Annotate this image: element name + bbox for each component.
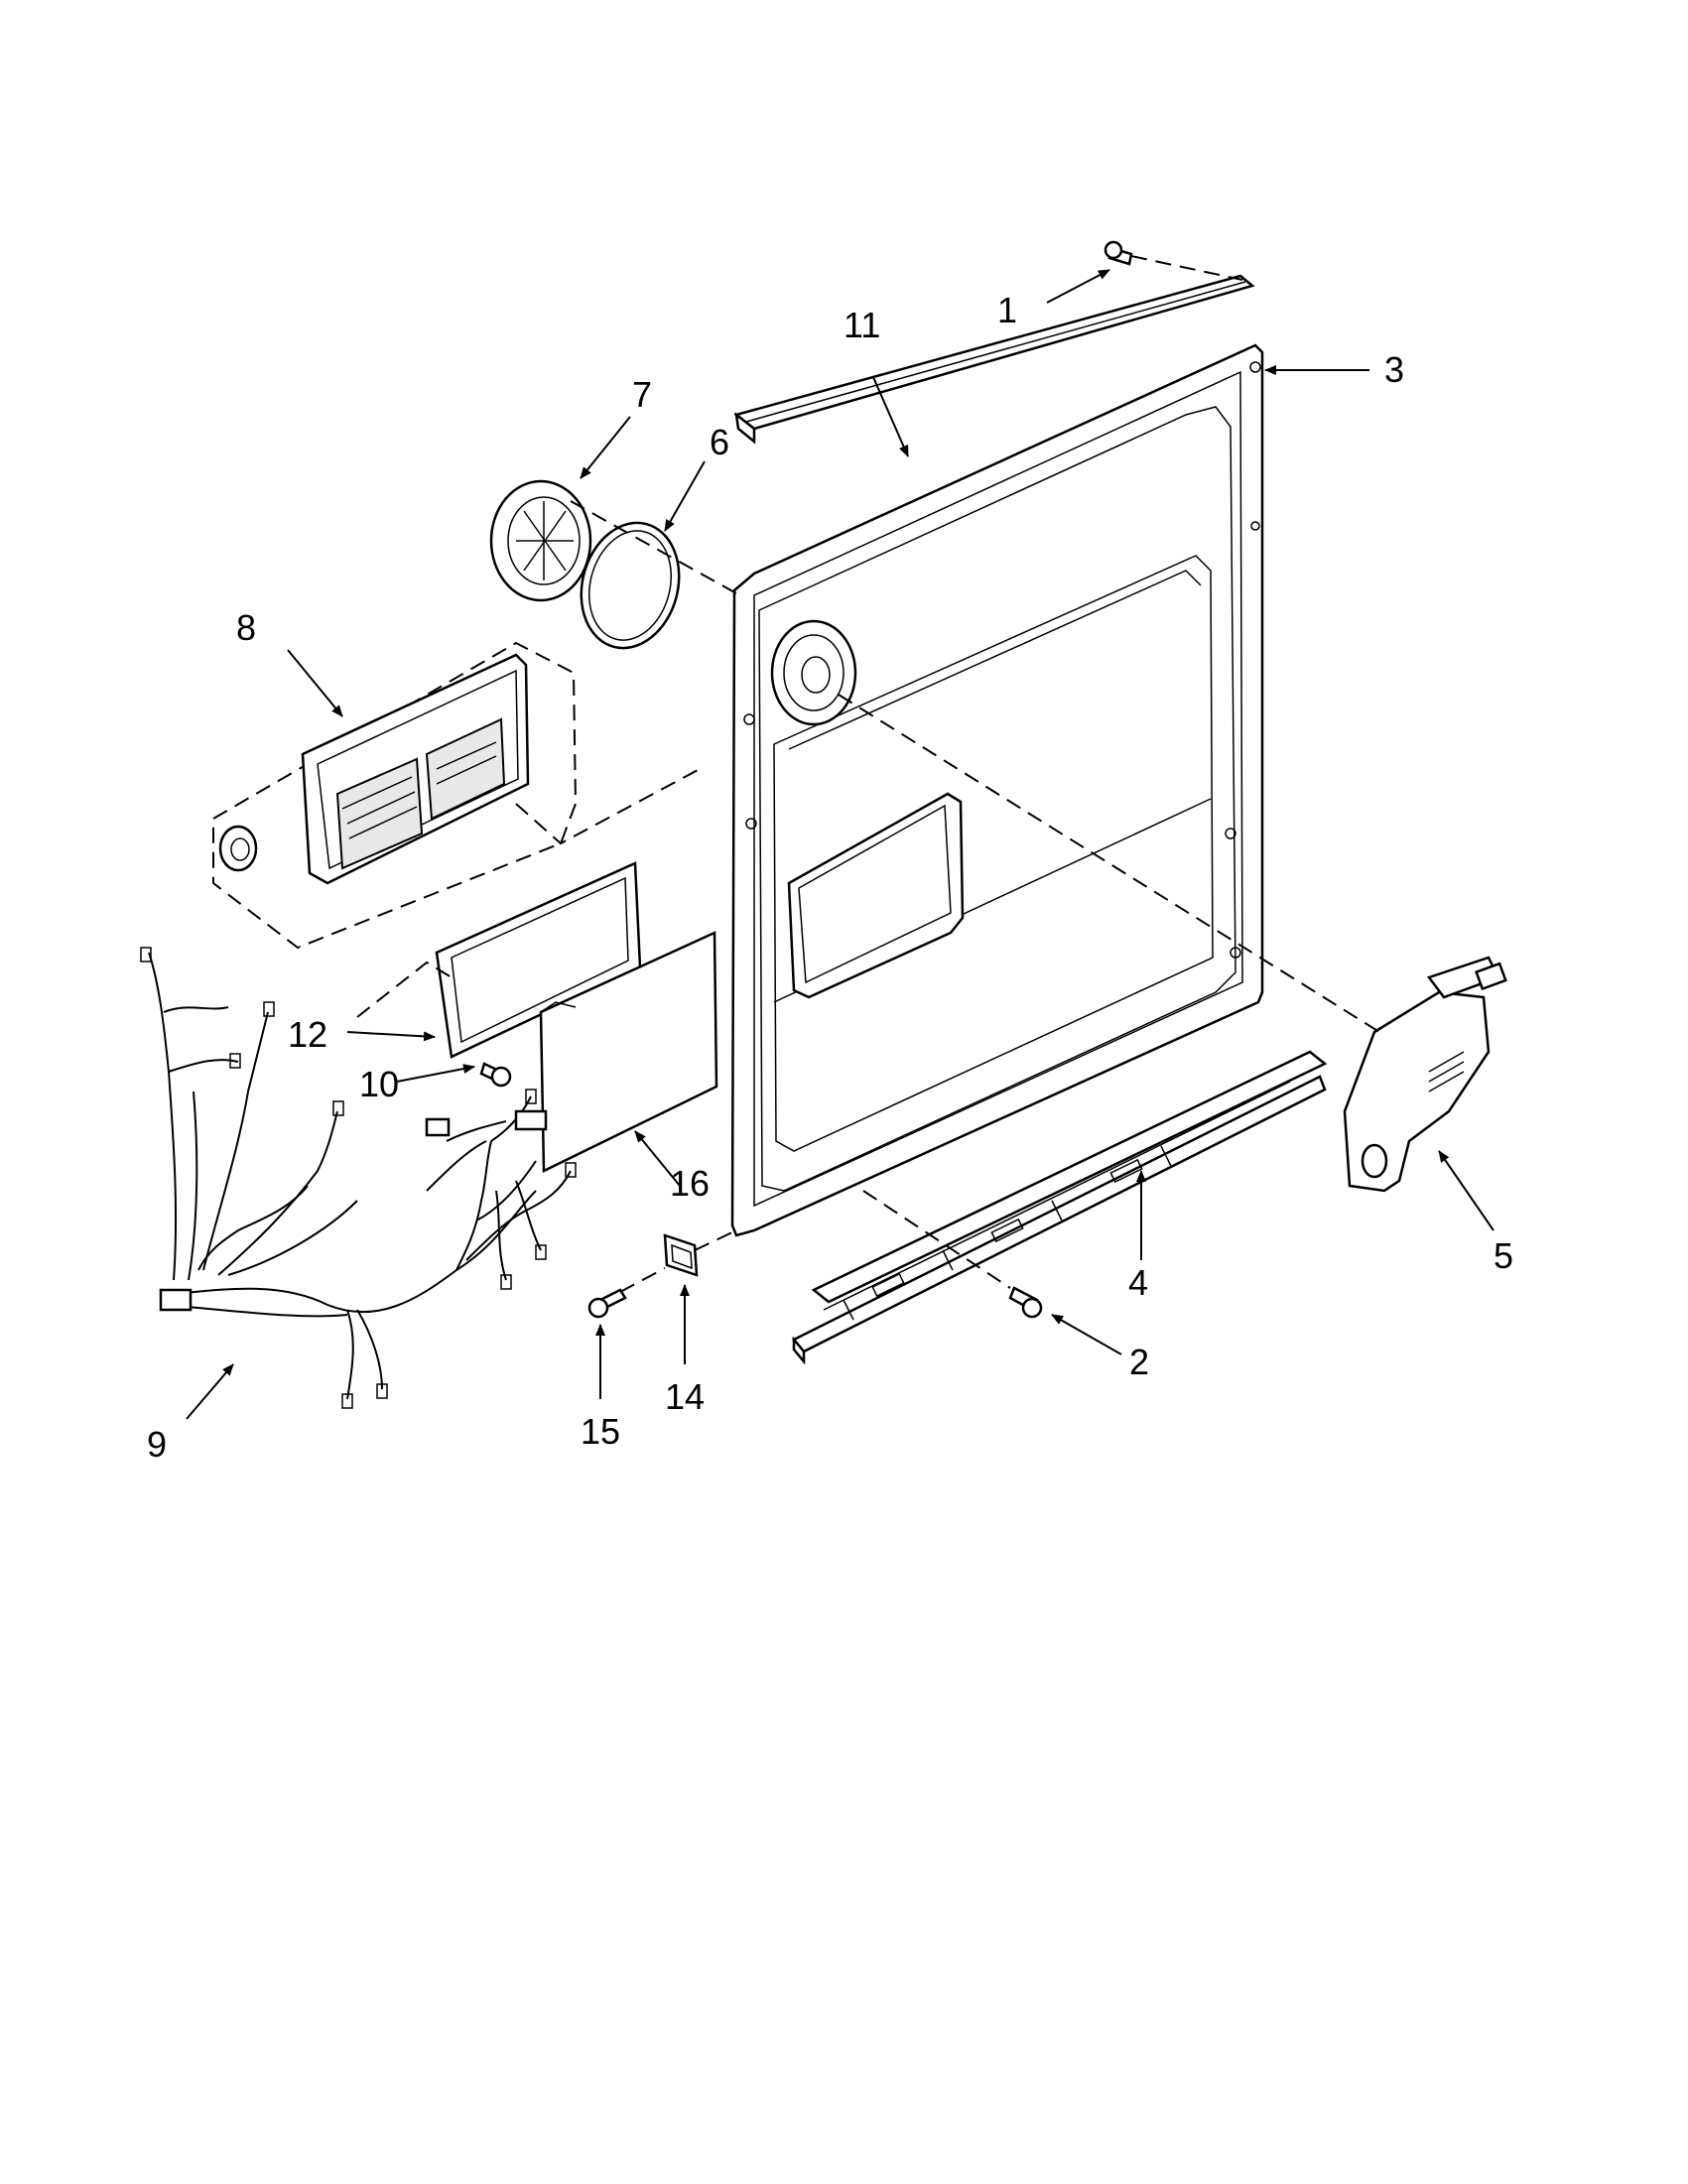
screw-10	[479, 1062, 512, 1088]
top-trim-strip	[733, 274, 1255, 445]
screw-1	[1104, 240, 1133, 266]
wire-harness	[140, 947, 577, 1409]
inner-door-panel	[730, 343, 1264, 1237]
vent-assembly	[1343, 956, 1507, 1193]
bottom-rail	[792, 1050, 1328, 1365]
vent-cap	[489, 479, 592, 602]
callout-8: 8	[236, 607, 256, 648]
callout-11: 11	[844, 305, 880, 345]
control-panel	[301, 653, 530, 885]
screw-15	[587, 1288, 627, 1319]
callout-4: 4	[1128, 1262, 1148, 1303]
callout-15: 15	[581, 1411, 620, 1452]
callout-12: 12	[288, 1014, 327, 1055]
leader-lines	[186, 269, 1494, 1420]
callout-1: 1	[997, 290, 1017, 330]
callout-9: 9	[147, 1424, 167, 1465]
callout-5: 5	[1493, 1235, 1513, 1276]
callout-6: 6	[710, 422, 729, 462]
callout-3: 3	[1384, 349, 1404, 390]
callout-7: 7	[632, 374, 652, 415]
bracket-14	[663, 1233, 699, 1277]
gasket-ring	[580, 521, 681, 650]
screw-2	[1008, 1286, 1043, 1319]
control-group-outline	[212, 641, 578, 950]
knob	[218, 825, 258, 872]
callout-14: 14	[665, 1376, 705, 1417]
callout-16: 16	[670, 1163, 710, 1204]
callout-2: 2	[1129, 1342, 1149, 1382]
callout-10: 10	[359, 1064, 399, 1104]
